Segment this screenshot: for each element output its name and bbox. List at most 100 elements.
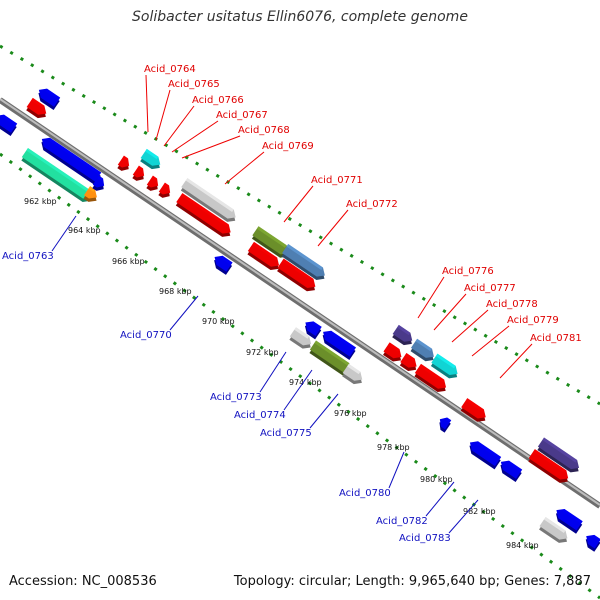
gene-arrow[interactable] <box>459 398 490 425</box>
gene-arrow[interactable] <box>280 243 329 283</box>
gene-arrow[interactable] <box>527 449 573 486</box>
label-leader-line <box>259 351 287 393</box>
label-leader-line <box>155 89 171 141</box>
kbp-tick-label: 978 kbp <box>377 443 410 452</box>
gene-arrow[interactable] <box>116 155 133 174</box>
outer-dotted-guide <box>0 44 600 406</box>
gene-arrow[interactable] <box>301 318 323 340</box>
map-title: Solibacter usitatus Ellin6076, complete … <box>132 9 468 25</box>
label-leader-line <box>451 309 489 343</box>
gene-labels: Acid_0764Acid_0765Acid_0766Acid_0767Acid… <box>2 64 582 544</box>
label-leader-line <box>425 481 455 517</box>
gene-arrow[interactable] <box>318 327 357 360</box>
gene-arrow[interactable] <box>435 415 452 433</box>
kbp-tick-label: 974 kbp <box>289 378 322 387</box>
gene-arrow[interactable] <box>308 340 355 379</box>
gene-arrow[interactable] <box>413 363 450 395</box>
gene-label[interactable]: Acid_0771 <box>311 175 363 186</box>
gene-label[interactable]: Acid_0770 <box>120 330 172 341</box>
gene-arrow[interactable] <box>496 457 523 483</box>
gene-arrow[interactable] <box>409 338 438 365</box>
gene-label[interactable]: Acid_0774 <box>234 410 286 421</box>
gene-arrow[interactable] <box>131 165 148 184</box>
gene-features <box>0 85 600 552</box>
gene-arrow[interactable] <box>82 186 101 205</box>
label-leader-line <box>224 151 265 185</box>
gene-arrow[interactable] <box>175 193 235 240</box>
gene-label[interactable]: Acid_0763 <box>2 251 54 262</box>
gene-label[interactable]: Acid_0768 <box>238 125 290 136</box>
gene-arrow[interactable] <box>157 182 174 201</box>
gene-label[interactable]: Acid_0777 <box>464 283 516 294</box>
label-leader-line <box>317 209 349 247</box>
label-leader-line <box>171 120 219 153</box>
label-leader-line <box>169 295 199 331</box>
label-leader-line <box>433 293 467 331</box>
label-leader-line <box>448 499 479 534</box>
gene-label[interactable]: Acid_0782 <box>376 516 428 527</box>
gene-label[interactable]: Acid_0767 <box>216 110 268 121</box>
gene-arrow[interactable] <box>288 327 315 352</box>
gene-label[interactable]: Acid_0772 <box>346 199 398 210</box>
kbp-tick-label: 972 kbp <box>246 348 279 357</box>
gene-label[interactable]: Acid_0781 <box>530 333 582 344</box>
gene-label[interactable]: Acid_0778 <box>486 299 538 310</box>
gene-arrow[interactable] <box>251 226 293 261</box>
gene-label[interactable]: Acid_0765 <box>168 79 220 90</box>
label-leader-line <box>417 276 445 319</box>
rna-gene-arrow[interactable] <box>139 148 165 173</box>
gene-label[interactable]: Acid_0780 <box>339 488 391 499</box>
kbp-tick-label: 982 kbp <box>463 507 496 516</box>
label-leader-line <box>283 369 313 411</box>
gene-arrow[interactable] <box>0 111 18 137</box>
gene-arrow[interactable] <box>552 506 584 534</box>
kbp-tick-label: 964 kbp <box>68 226 101 235</box>
genome-backbone-highlight <box>0 98 600 506</box>
gene-arrow[interactable] <box>145 175 162 194</box>
label-leader-line <box>181 135 241 159</box>
gene-arrow[interactable] <box>399 352 421 374</box>
gene-arrow[interactable] <box>20 148 95 205</box>
gene-arrow[interactable] <box>25 97 51 122</box>
kbp-tick-label: 980 kbp <box>420 475 453 484</box>
kbp-tick-label: 962 kbp <box>24 197 57 206</box>
gene-arrow[interactable] <box>91 175 108 194</box>
kbp-tick-label: 968 kbp <box>159 287 192 296</box>
gene-arrow[interactable] <box>210 252 234 275</box>
gene-label[interactable]: Acid_0766 <box>192 95 244 106</box>
gene-arrow[interactable] <box>538 517 572 546</box>
gene-arrow[interactable] <box>341 363 367 388</box>
kbp-tick-label: 970 kbp <box>202 317 235 326</box>
gene-arrow[interactable] <box>465 438 502 470</box>
label-leader-line <box>499 343 533 379</box>
gene-arrow[interactable] <box>536 437 583 476</box>
gene-arrow[interactable] <box>246 241 283 273</box>
label-leader-line <box>51 215 77 252</box>
gene-arrow[interactable] <box>276 258 320 295</box>
gene-label[interactable]: Acid_0773 <box>210 392 262 403</box>
label-leader-line <box>309 393 339 429</box>
kbp-tick-label: 984 kbp <box>506 541 539 550</box>
gene-arrow[interactable] <box>382 342 406 365</box>
accession-text: Accession: NC_008536 <box>9 574 157 589</box>
gene-arrow[interactable] <box>581 532 600 552</box>
rna-gene-arrow[interactable] <box>430 353 462 382</box>
label-leader-line <box>163 105 195 147</box>
kbp-tick-label: 966 kbp <box>112 257 145 266</box>
gene-arrow[interactable] <box>34 85 61 111</box>
label-leader-line <box>388 451 405 489</box>
gene-label[interactable]: Acid_0764 <box>144 64 196 75</box>
kbp-tick-label: 976 kbp <box>334 409 367 418</box>
gene-arrow[interactable] <box>391 324 417 349</box>
gene-label[interactable]: Acid_0769 <box>262 141 314 152</box>
gene-label[interactable]: Acid_0779 <box>507 315 559 326</box>
gene-arrow[interactable] <box>37 134 102 185</box>
kbp-ticks: 962 kbp 964 kbp 966 kbp 968 kbp 970 kbp 972 k… <box>24 197 539 550</box>
gene-label[interactable]: Acid_0783 <box>399 533 451 544</box>
gene-arrow[interactable] <box>180 178 240 225</box>
label-leader-line <box>145 74 149 133</box>
gene-label[interactable]: Acid_0775 <box>260 428 312 439</box>
label-leader-line <box>283 185 314 223</box>
gene-label[interactable]: Acid_0776 <box>442 266 494 277</box>
